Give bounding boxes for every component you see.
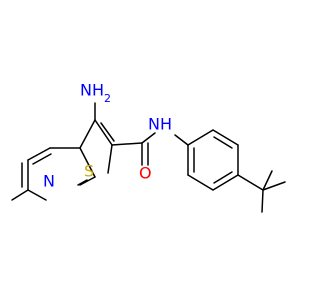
- carbonyl-oxygen-label: O: [139, 164, 152, 183]
- amide-nh-label: NH: [148, 115, 172, 134]
- bond: [111, 142, 143, 146]
- bond: [27, 147, 51, 161]
- structure-canvas: NH 2 NH O S N: [11, 80, 286, 213]
- bond: [213, 171, 233, 184]
- bond: [100, 122, 115, 142]
- bond: [212, 129, 239, 146]
- bond: [237, 174, 264, 191]
- bond: [212, 174, 239, 191]
- bond: [141, 132, 156, 144]
- bond: [187, 174, 214, 191]
- bond: [79, 119, 96, 149]
- bond: [262, 170, 273, 191]
- atom-label-layer: NH 2 NH O S N: [43, 81, 172, 191]
- bond: [187, 129, 214, 146]
- amine-text: NH: [80, 81, 104, 100]
- bond-layer: [11, 102, 286, 213]
- molecule-diagram: NH 2 NH O S N: [11, 81, 286, 213]
- sulfur-label: S: [84, 162, 94, 181]
- bond: [79, 147, 96, 178]
- bond: [174, 134, 189, 146]
- pyridine-nitrogen-label: N: [43, 172, 55, 191]
- amine-subscript: 2: [104, 92, 111, 105]
- bond: [213, 136, 233, 149]
- bond: [107, 144, 113, 174]
- bond: [77, 179, 88, 186]
- bond: [261, 189, 264, 213]
- bond: [27, 189, 47, 201]
- bond: [79, 176, 96, 186]
- bond: [32, 153, 52, 165]
- bond: [11, 189, 29, 201]
- bond: [262, 181, 286, 191]
- bond: [94, 119, 113, 146]
- amine-label: NH 2: [80, 81, 111, 106]
